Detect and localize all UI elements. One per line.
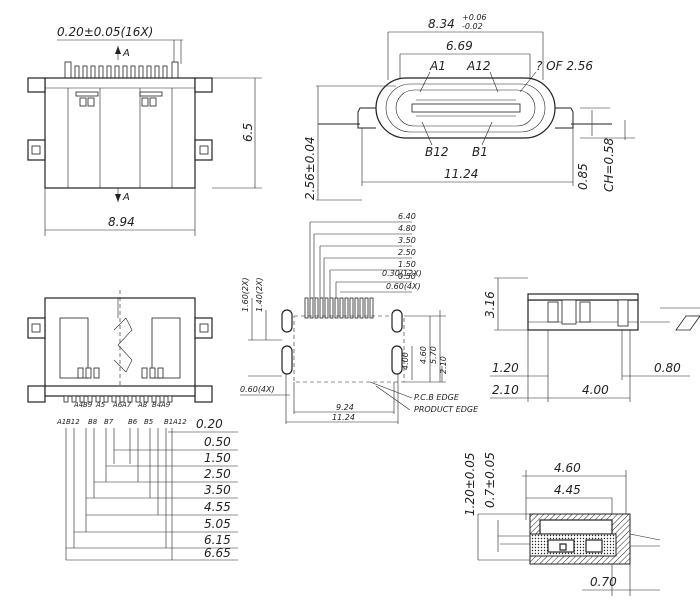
section-dim-1-20: 1.20±0.05 xyxy=(463,453,477,517)
section-dim-0-70: 0.70 xyxy=(590,575,617,589)
dim-1-50: 1.50 xyxy=(204,451,231,465)
pcb-dim-0-60-left: 0.60(4X) xyxy=(240,385,275,394)
offset-label: 0.85 xyxy=(576,163,590,190)
dim-6-65: 6.65 xyxy=(204,546,231,560)
pcb-dim-9-24: 9.24 xyxy=(336,403,354,412)
pitch-label: 0.20±0.05(16X) xyxy=(57,25,153,39)
pcb-dim-4-80: 4.80 xyxy=(398,224,416,233)
product-edge-label: PRODUCT EDGE xyxy=(414,405,479,414)
pin-b1-label: B1 xyxy=(472,145,488,159)
front-pins xyxy=(64,61,179,79)
pcb-dim-11-24: 11.24 xyxy=(332,413,355,422)
dim-0-20: 0.20 xyxy=(196,417,223,431)
pin-a1-label: A1 xyxy=(429,59,446,73)
pcb-dim-2-50: 2.50 xyxy=(398,248,416,257)
face-height-label: 2.56±0.04 xyxy=(303,137,317,201)
dim-4-55: 4.55 xyxy=(204,500,231,514)
footprint-width-label: 11.24 xyxy=(444,167,478,181)
pin-b12-label: B12 xyxy=(425,145,449,159)
pcb-dim-5-70: 5.70 xyxy=(429,346,438,364)
side-dim-1-20: 1.20 xyxy=(492,361,519,375)
section-dim-4-45: 4.45 xyxy=(554,483,581,497)
section-marker-bottom: A xyxy=(122,192,130,203)
front-view: 0.20±0.05(16X) A xyxy=(27,25,262,236)
overall-width-label: 8.34 xyxy=(428,17,455,31)
pin-label-a9: A9 xyxy=(160,401,171,409)
plug-face-view: 8.34 +0.06 -0.02 6.69 A1 A12 ? OF 2.56 B… xyxy=(303,13,635,201)
front-width-label: 8.94 xyxy=(108,215,135,229)
pin-label-a1: A1 xyxy=(56,418,66,426)
top-pins xyxy=(63,395,173,403)
pin-label-b4: B4 xyxy=(152,401,161,409)
pin-label-b6: B6 xyxy=(128,418,138,426)
side-view: 3.16 1.20 0.80 2.10 4.00 xyxy=(483,277,700,402)
pin-label-a8: A8 xyxy=(137,401,148,409)
dim-3-50: 3.50 xyxy=(204,483,231,497)
pcb-dim-4-60: 4.60 xyxy=(419,346,428,364)
tol-minus: -0.02 xyxy=(462,22,483,31)
pin-a12-label: A12 xyxy=(466,59,490,73)
pin-label-a7: A7 xyxy=(121,401,132,409)
section-view: 1.20±0.05 0.7±0.05 4.60 4.45 0.70 xyxy=(463,452,661,596)
top-view: A1 B12 A4 B9 A5 B8 B7 A6 A7 B6 A8 B5 B4 … xyxy=(27,290,238,561)
pin-label-b8: B8 xyxy=(88,418,98,426)
pin-label-a12: A12 xyxy=(172,418,187,426)
pcb-edge-label: P.C.B EDGE xyxy=(414,393,460,402)
dim-2-50: 2.50 xyxy=(204,467,231,481)
pin-label-b12: B12 xyxy=(66,418,80,426)
inner-width-label: 6.69 xyxy=(446,39,473,53)
side-dim-0-80: 0.80 xyxy=(654,361,681,375)
pin-label-b7: B7 xyxy=(104,418,114,426)
section-dim-4-60: 4.60 xyxy=(554,461,581,475)
side-height-label: 3.16 xyxy=(483,291,497,318)
section-marker-top: A xyxy=(122,48,130,59)
dim-5-05: 5.05 xyxy=(204,517,231,531)
pcb-dim-0-30: 0.30(12X) xyxy=(382,269,422,278)
side-dim-2-10: 2.10 xyxy=(492,383,519,397)
pin-label-a5: A5 xyxy=(95,401,106,409)
pin-label-b9: B9 xyxy=(83,401,93,409)
pcb-layout-view: 6.40 4.80 3.50 2.50 1.50 0.50 0.30(12X) … xyxy=(240,212,479,424)
pin-label-b1: B1 xyxy=(164,418,173,426)
tol-plus: +0.06 xyxy=(462,13,487,22)
pcb-dim-6-40: 6.40 xyxy=(398,212,416,221)
pcb-dim-4-00: 4.00 xyxy=(401,352,410,370)
dim-6-15: 6.15 xyxy=(204,533,231,547)
pcb-dim-1-50: 1.50 xyxy=(398,260,416,269)
pin-label-b5: B5 xyxy=(144,418,154,426)
pcb-pads xyxy=(304,297,374,319)
pcb-dim-1-60: 1.60(2X) xyxy=(241,277,250,312)
section-dim-0-7: 0.7±0.05 xyxy=(483,452,497,508)
dim-0-50: 0.50 xyxy=(204,435,231,449)
pin-label-a6: A6 xyxy=(112,401,123,409)
pcb-dim-0-60: 0.60(4X) xyxy=(386,282,421,291)
pcb-dim-3-50: 3.50 xyxy=(398,236,416,245)
radius-label: ? OF 2.56 xyxy=(536,59,593,73)
pcb-dim-1-40: 1.40(2X) xyxy=(255,277,264,312)
chamfer-label: CH=0.58 xyxy=(602,137,616,192)
side-dim-4-00: 4.00 xyxy=(582,383,609,397)
pin-label-a4: A4 xyxy=(73,401,83,409)
front-height-label: 6.5 xyxy=(241,123,255,142)
pcb-dim-2-10: 2.10 xyxy=(439,356,448,374)
pcb-dim-0-50: 0.50 xyxy=(398,272,416,281)
